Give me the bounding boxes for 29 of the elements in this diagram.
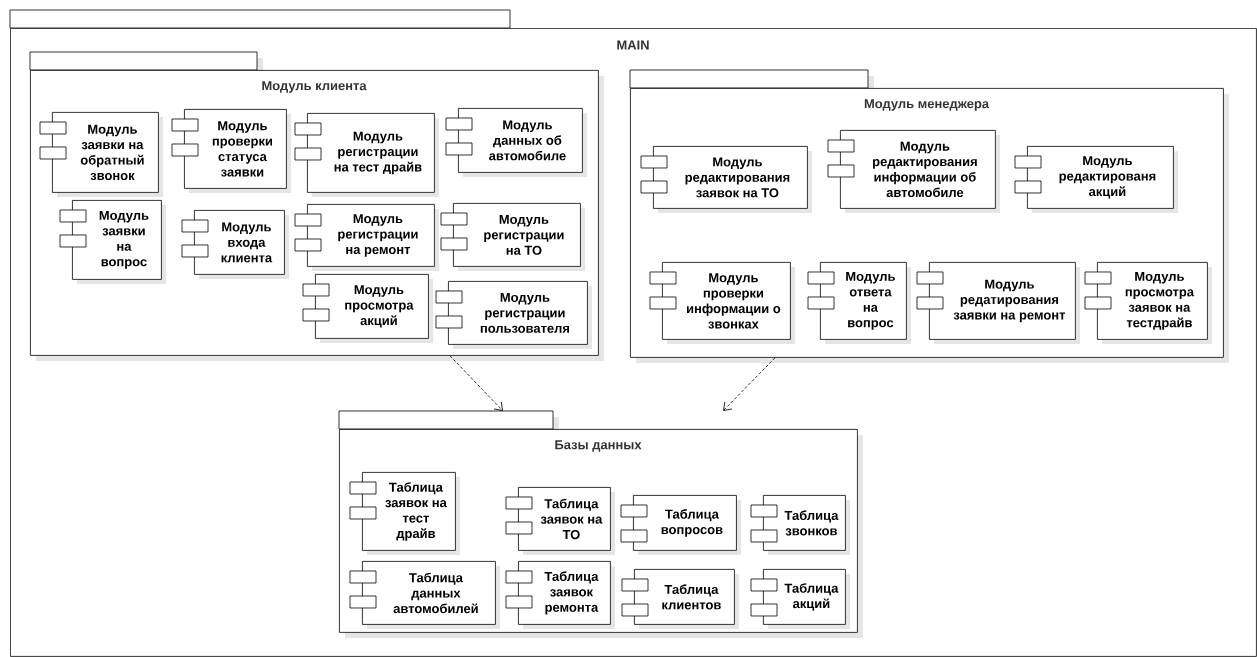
component-box: Модуль данных об автомобиле	[445, 108, 587, 177]
component-box: Модуль регистрации на ТО	[440, 203, 585, 271]
component-box: Таблица звонков	[750, 495, 850, 555]
component-box: Модуль редактированя акций	[1014, 146, 1178, 213]
component-box: Модуль регистрации на ремонт	[294, 204, 439, 271]
component-box: Модуль регистрации пользователя	[435, 281, 592, 349]
component-box: Модуль просмотра заявок на тестдрайв	[1084, 262, 1212, 344]
node-label: Модуль регистрации на ремонт	[338, 214, 418, 257]
dependency-arrow	[723, 357, 776, 411]
component-box: Модуль заявки на вопрос	[59, 200, 166, 284]
component-box: Таблица данных автомобилей	[349, 561, 500, 629]
component-box: Таблица заявок на ТО	[505, 487, 615, 555]
component-box: Модуль ответа на вопрос	[807, 262, 911, 344]
component-box: Модуль проверки статуса заявки	[171, 109, 291, 193]
component-box: Модуль входа клиента	[181, 210, 289, 279]
component-box: Таблица заявок на тест драйв	[349, 472, 460, 555]
component-box: Таблица акций	[750, 569, 850, 629]
node-label: Модуль заявки на обратный звонок	[80, 124, 144, 181]
component-box: Модуль редатирования заявки на ремонт	[916, 262, 1080, 344]
component-box: Таблица заявок ремонта	[505, 561, 615, 629]
component-box: Модуль проверки информации о звонках	[649, 262, 795, 344]
dependency-arrow	[449, 355, 503, 411]
component-box: Модуль редактирования заявок на ТО	[640, 146, 812, 213]
component-box: Таблица вопросов	[620, 495, 741, 555]
component-box: Модуль просмотра акций	[302, 274, 433, 343]
component-box: Модуль редактирования информации об автомобиле	[827, 130, 1000, 213]
component-box: Модуль регистрации на тест драйв	[294, 113, 439, 197]
component-box: Модуль заявки на обратный звонок	[39, 112, 163, 197]
component-box: Таблица клиентов	[621, 569, 739, 629]
